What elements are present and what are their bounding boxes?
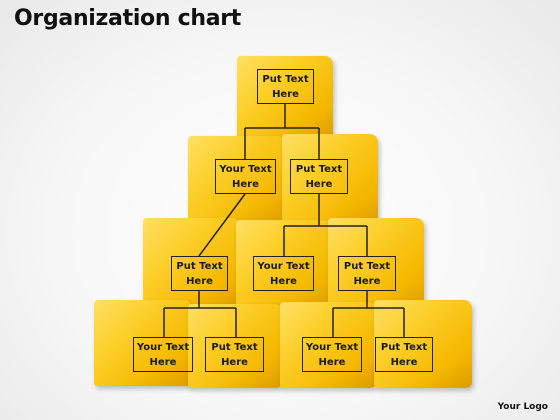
org-node-level2-left[interactable]: Your Text Here <box>215 159 276 194</box>
org-node-level4-2[interactable]: Put Text Here <box>205 337 264 372</box>
org-node-level3-right[interactable]: Put Text Here <box>338 256 396 291</box>
org-node-level3-left[interactable]: Put Text Here <box>171 256 228 291</box>
org-node-level4-4[interactable]: Put Text Here <box>375 337 433 372</box>
connector-line <box>198 193 246 257</box>
org-node-level4-3[interactable]: Your Text Here <box>302 337 362 372</box>
org-node-top[interactable]: Put Text Here <box>257 69 314 104</box>
sticky-note <box>374 300 472 388</box>
sticky-note <box>188 304 282 388</box>
sticky-note <box>188 136 285 226</box>
slide-title: Organization chart <box>14 6 242 31</box>
org-node-level3-middle[interactable]: Your Text Here <box>253 256 314 291</box>
logo-text: Your Logo <box>497 402 548 412</box>
sticky-note <box>280 302 376 388</box>
org-node-level2-right[interactable]: Put Text Here <box>290 159 348 194</box>
org-node-level4-1[interactable]: Your Text Here <box>133 337 193 372</box>
